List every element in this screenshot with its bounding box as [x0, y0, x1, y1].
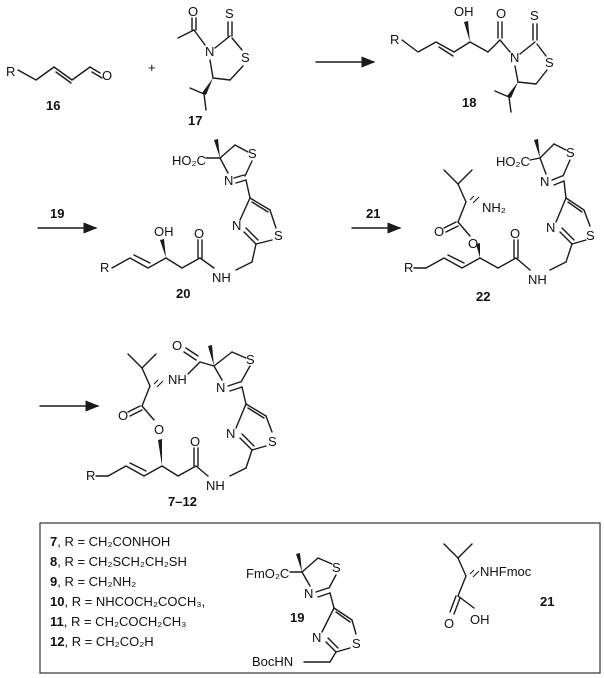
atom-N: N — [226, 426, 235, 441]
structure-17: O N S S — [177, 4, 250, 111]
atom-S: S — [274, 228, 283, 243]
atom-N: N — [510, 50, 519, 65]
atom-O: O — [468, 236, 478, 251]
legend-item: 12, R = CH₂CO₂H — [50, 634, 154, 649]
legend-box — [39, 522, 601, 674]
compound-label-21: 21 — [540, 594, 554, 609]
atom-S: S — [246, 352, 255, 367]
atom-S: S — [225, 6, 234, 21]
atom-N: N — [312, 630, 321, 645]
atom-NH2: NH₂ — [482, 200, 506, 215]
atom-NH: NH — [212, 270, 231, 285]
atom-N: N — [205, 44, 214, 59]
atom-N: N — [304, 586, 313, 601]
atom-R: R — [100, 260, 109, 275]
atom-NH: NH — [168, 372, 187, 387]
structure-19: FmO₂C S N S N BocHN — [246, 553, 361, 669]
atom-O: O — [194, 226, 204, 241]
compound-label-17: 17 — [188, 113, 202, 128]
atom-BocHN: BocHN — [252, 654, 293, 669]
atom-OH: OH — [154, 224, 174, 239]
legend-item: 9, R = CH₂NH₂ — [50, 574, 136, 589]
atom-N: N — [216, 380, 225, 395]
atom-S: S — [332, 560, 341, 575]
atom-O: O — [444, 616, 454, 631]
compound-label-19: 19 — [290, 610, 304, 625]
atom-O: O — [118, 408, 128, 423]
legend-item: 11, R = CH₂COCH₂CH₃ — [50, 614, 186, 629]
atom-O: O — [172, 338, 182, 353]
atom-NH: NH — [206, 478, 225, 493]
compound-label-22: 22 — [476, 289, 490, 304]
atom-O: O — [154, 422, 164, 437]
structure-16: R O — [6, 64, 112, 84]
atom-O: O — [102, 68, 112, 83]
structure-18: R OH O N S S — [390, 4, 554, 113]
atom-R: R — [86, 468, 95, 483]
atom-HO2C: HO₂C — [496, 154, 530, 169]
structure-22: NH₂ O O HO₂C S N S N NH — [404, 139, 595, 287]
atom-S: S — [268, 434, 277, 449]
reagent-label-21: 21 — [366, 206, 380, 221]
atom-S: S — [352, 636, 361, 651]
legend-item: 10, R = NHCOCH₂COCH₃, — [50, 594, 205, 609]
atom-S: S — [586, 228, 595, 243]
atom-O: O — [510, 226, 520, 241]
legend-item: 7, R = CH₂CONHOH — [50, 534, 170, 549]
atom-OH: OH — [470, 612, 490, 627]
atom-R: R — [404, 260, 413, 275]
legend-item: 8, R = CH₂SCH₂CH₂SH — [50, 554, 187, 569]
atom-N: N — [232, 218, 241, 233]
atom-S: S — [241, 50, 250, 65]
plus-sign: + — [148, 60, 156, 75]
compound-label-20: 20 — [176, 286, 190, 301]
structure-7-12: NH O S N S N NH O O — [86, 338, 277, 493]
atom-R: R — [390, 32, 399, 47]
atom-O: O — [188, 4, 198, 19]
structure-20: HO₂C S N S N NH O OH R — [100, 139, 283, 285]
compound-label-7-12: 7–12 — [168, 494, 197, 509]
legend-list: 7, R = CH₂CONHOH 8, R = CH₂SCH₂CH₂SH 9, … — [50, 534, 205, 649]
atom-S: S — [545, 55, 554, 70]
compound-label-18: 18 — [462, 95, 476, 110]
atom-O: O — [434, 224, 444, 239]
atom-N: N — [224, 173, 233, 188]
atom-OH: OH — [454, 4, 474, 19]
atom-O: O — [190, 434, 200, 449]
compound-label-16: 16 — [46, 98, 60, 113]
atom-NHFmoc: NHFmoc — [480, 564, 532, 579]
structure-21: NHFmoc O OH — [443, 543, 532, 631]
atom-N: N — [540, 174, 549, 189]
atom-FmO2C: FmO₂C — [246, 566, 289, 581]
atom-S: S — [530, 8, 539, 23]
atom-N: N — [546, 220, 555, 235]
atom-R: R — [6, 64, 15, 79]
atom-S: S — [566, 145, 575, 160]
reagent-label-19: 19 — [50, 206, 64, 221]
atom-O: O — [496, 6, 506, 21]
atom-S: S — [248, 146, 257, 161]
atom-NH: NH — [528, 272, 547, 287]
atom-HO2C: HO₂C — [172, 153, 206, 168]
